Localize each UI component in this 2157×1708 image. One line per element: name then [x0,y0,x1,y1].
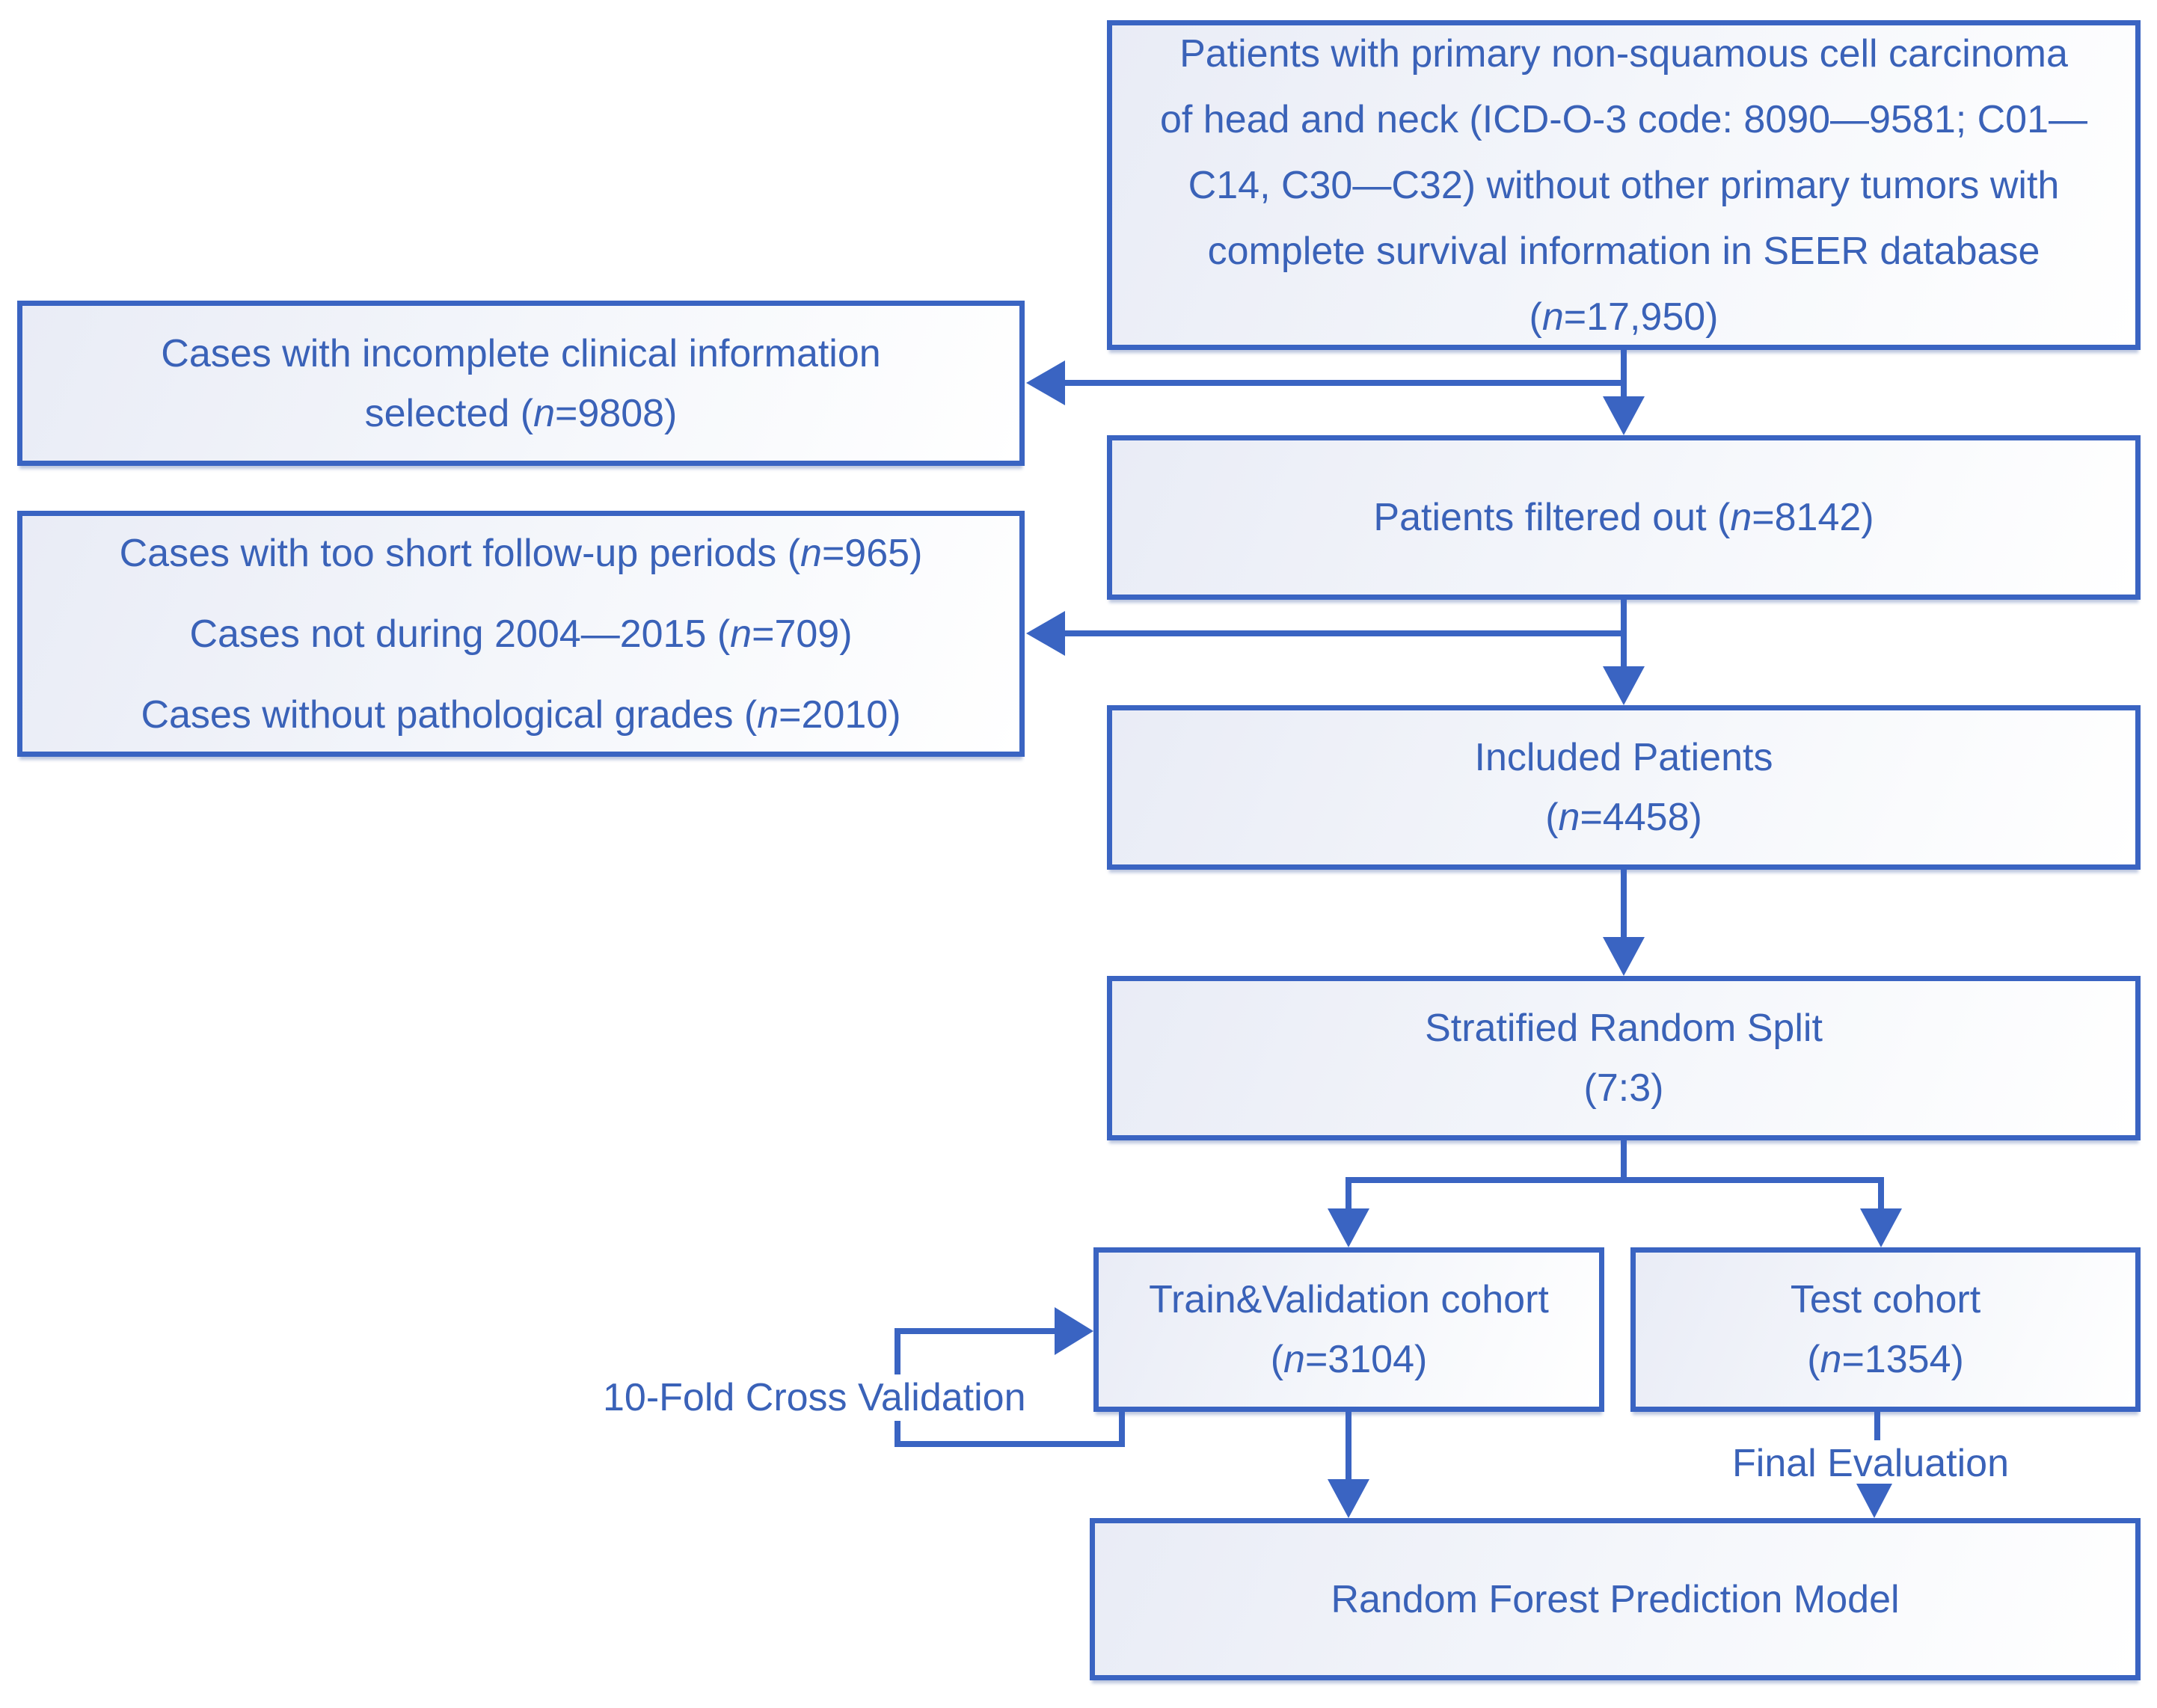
arrowhead-into-train [1328,1208,1369,1247]
arrowhead-train-into-model [1328,1479,1369,1518]
connector-cv-loop-bottom [895,1441,1125,1447]
box-excluded-other-reasons: Cases with too short follow-up periods (… [17,511,1025,757]
box-text-line: Included Patients [1474,736,1773,779]
box-text-line: (7:3) [1583,1066,1664,1110]
box-text-line: C14, C30—C32) without other primary tumo… [1188,163,2060,207]
connector-split-stub [1621,1140,1627,1183]
box-text-line: selected (n=9808) [364,391,678,435]
box-text-line: (n=1354) [1807,1338,1964,1381]
arrowhead-into-filtered-out [1603,396,1645,435]
connector-fork-to-test [1878,1180,1884,1211]
box-text-line: of head and neck (ICD-O-3 code: 8090—958… [1159,97,2088,141]
box-patients-filtered-out: Patients filtered out (n=8142) [1107,435,2141,600]
box-random-forest-model: Random Forest Prediction Model [1090,1518,2141,1680]
box-text-line: (n=17,950) [1529,295,1719,339]
connector-included-to-split [1621,870,1627,941]
box-train-validation-cohort: Train&Validation cohort (n=3104) [1093,1247,1604,1412]
box-text-line: Cases with too short follow-up periods (… [119,531,923,575]
box-text-line: Cases without pathological grades (n=201… [141,692,901,737]
box-text-line: Patients with primary non-squamous cell … [1179,31,2068,76]
connector-cv-loop-top [895,1328,1055,1334]
box-text-line: Test cohort [1790,1278,1981,1321]
box-text-line: Stratified Random Split [1425,1007,1823,1050]
box-text-line: (n=4458) [1545,796,1702,839]
arrowhead-into-included [1603,666,1645,705]
arrowhead-into-excluded-other [1026,611,1065,656]
box-text-line: complete survival information in SEER da… [1207,229,2040,273]
box-test-cohort: Test cohort (n=1354) [1630,1247,2141,1412]
box-text-line: Train&Validation cohort [1149,1278,1549,1321]
arrowhead-into-split [1603,937,1645,976]
box-source-patients: Patients with primary non-squamous cell … [1107,20,2141,350]
box-text-line: Patients filtered out (n=8142) [1373,496,1874,539]
connector-source-to-filtered [1621,350,1627,402]
box-text-line: Cases with incomplete clinical informati… [161,331,881,375]
box-text-line: (n=3104) [1270,1338,1428,1381]
box-text-line: Random Forest Prediction Model [1331,1577,1900,1621]
connector-fork-horizontal [1346,1177,1884,1183]
box-stratified-random-split: Stratified Random Split (7:3) [1107,976,2141,1140]
arrowhead-into-test [1860,1208,1902,1247]
box-text-line: Cases not during 2004—2015 (n=709) [189,612,853,656]
connector-fork-to-train [1346,1180,1351,1211]
arrowhead-into-excluded-incomplete [1026,360,1065,405]
arrowhead-test-into-model [1856,1484,1892,1518]
box-excluded-incomplete-info: Cases with incomplete clinical informati… [17,301,1025,466]
connector-branch-excluded-other [1065,630,1627,636]
connector-test-to-model [1874,1412,1880,1446]
label-final-evaluation: Final Evaluation [1726,1440,2015,1487]
box-included-patients: Included Patients (n=4458) [1107,705,2141,870]
connector-branch-excluded-incomplete [1065,380,1627,386]
connector-cv-loop-exit [1119,1412,1125,1447]
arrowhead-cv-into-train [1055,1307,1093,1355]
label-cross-validation: 10-Fold Cross Validation [597,1374,1032,1421]
connector-train-to-model [1346,1412,1351,1481]
